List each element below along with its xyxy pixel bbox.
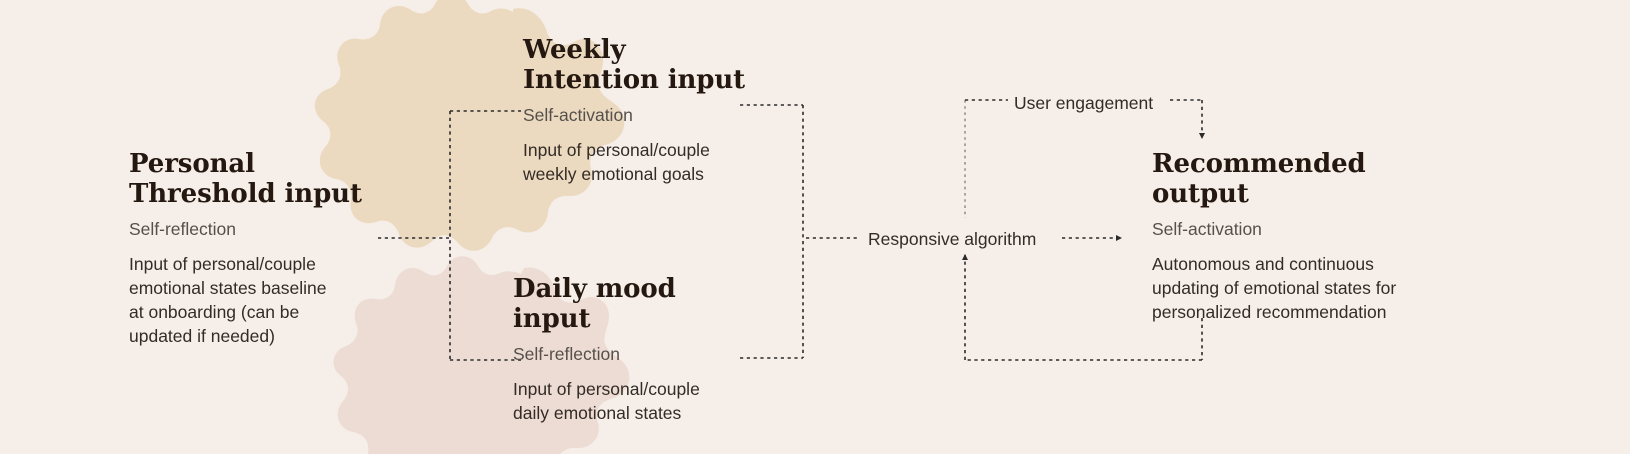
node-kicker: Self-activation — [523, 105, 633, 126]
node-description: Input of personal/couple emotional state… — [129, 254, 327, 346]
node-title: Personal Threshold input — [129, 149, 362, 209]
node-description: Input of personal/couple daily emotional… — [513, 379, 700, 424]
node-title: Recommended output — [1152, 149, 1366, 209]
node-description: Input of personal/couple weekly emotiona… — [523, 140, 710, 185]
node-description: Autonomous and continuous updating of em… — [1152, 254, 1397, 322]
node-kicker: Self-reflection — [513, 344, 620, 365]
node-title: Daily mood input — [513, 274, 676, 334]
node-title: Weekly Intention input — [523, 35, 746, 95]
node-kicker: Self-activation — [1152, 219, 1262, 240]
node-personal-threshold-input: Personal Threshold input Self-reflection… — [129, 149, 369, 348]
node-recommended-output: Recommended output Self-activation Auton… — [1152, 149, 1472, 325]
node-kicker: Self-reflection — [129, 219, 236, 240]
node-weekly-intention-input: Weekly Intention input Self-activation I… — [523, 35, 773, 187]
node-daily-mood-input: Daily mood input Self-reflection Input o… — [513, 274, 763, 426]
edge-label-user-engagement: User engagement — [1014, 93, 1154, 113]
edge-label-responsive-algorithm: Responsive algorithm — [868, 229, 1037, 249]
